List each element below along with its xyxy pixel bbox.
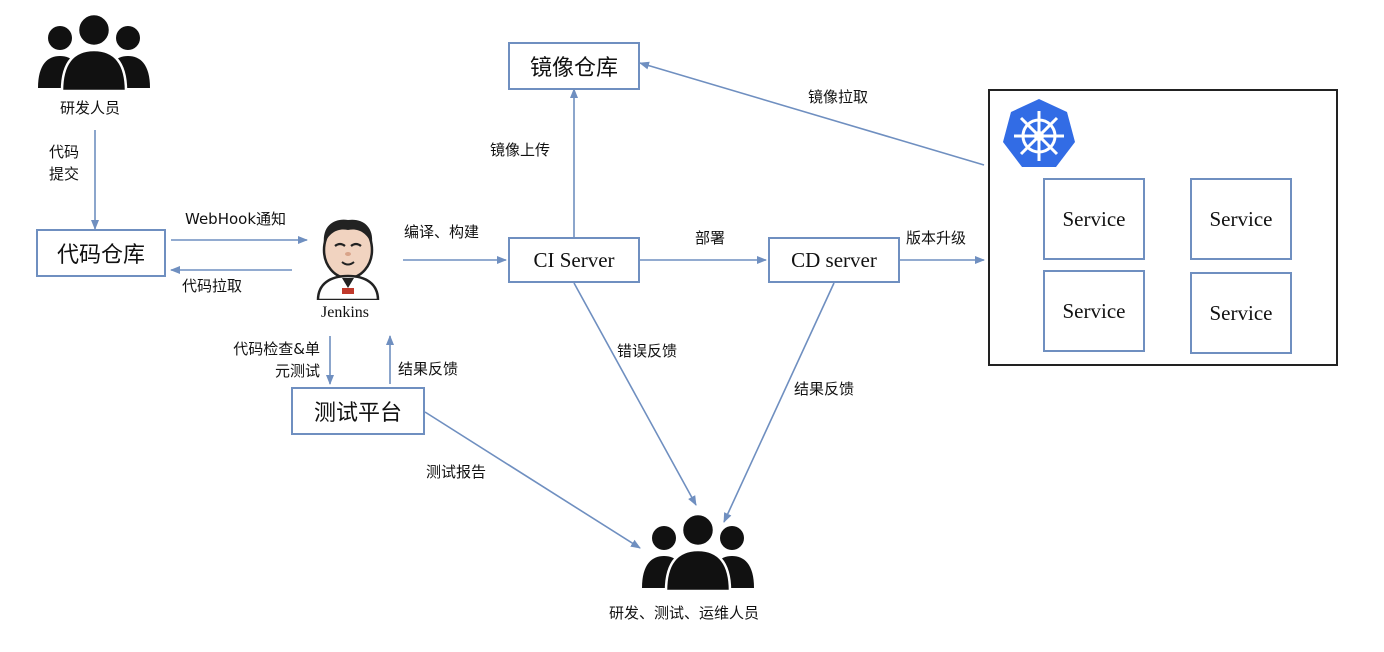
service-box[interactable]: Service bbox=[1043, 270, 1145, 352]
result-feedback-test-label: 结果反馈 bbox=[398, 360, 459, 378]
people-group-icon bbox=[642, 512, 754, 592]
arrow-error-feedback bbox=[573, 282, 697, 506]
ci-server-label: CI Server bbox=[533, 247, 615, 272]
test-platform-node[interactable]: 测试平台 bbox=[291, 387, 425, 435]
error-feedback-label: 错误反馈 bbox=[617, 342, 678, 360]
jenkins-butler-icon bbox=[316, 219, 380, 300]
cd-server-label: CD server bbox=[791, 247, 877, 272]
service-box[interactable]: Service bbox=[1190, 178, 1292, 260]
service-label: Service bbox=[1209, 300, 1273, 325]
webhook-label: WebHook通知 bbox=[185, 210, 287, 228]
test-report-label: 测试报告 bbox=[426, 463, 487, 481]
kubernetes-helm-icon bbox=[1003, 99, 1075, 167]
version-upgrade-label: 版本升级 bbox=[906, 229, 967, 247]
code-pull-label: 代码拉取 bbox=[182, 277, 243, 295]
kubernetes-cluster: Service Service Service Service bbox=[988, 89, 1338, 366]
arrow-image-pull bbox=[639, 61, 985, 166]
compile-build-label: 编译、构建 bbox=[404, 223, 480, 241]
jenkins-label: Jenkins bbox=[321, 304, 369, 321]
developers-label: 研发人员 bbox=[60, 99, 121, 117]
people-group-icon bbox=[38, 12, 150, 92]
deploy-label: 部署 bbox=[695, 229, 726, 247]
image-upload-label: 镜像上传 bbox=[490, 141, 551, 159]
result-feedback-cd-label: 结果反馈 bbox=[794, 380, 855, 398]
image-pull-label: 镜像拉取 bbox=[808, 88, 869, 106]
cd-server-node[interactable]: CD server bbox=[768, 237, 900, 283]
code-check-label: 代码检查&单元测试 bbox=[233, 340, 320, 380]
arrow-test-report bbox=[424, 411, 641, 549]
all-staff-label: 研发、测试、运维人员 bbox=[609, 604, 760, 622]
test-platform-label: 测试平台 bbox=[313, 401, 402, 426]
code-repo-label: 代码仓库 bbox=[56, 243, 145, 268]
arrow-result-feedback-cd bbox=[723, 282, 835, 523]
ci-server-node[interactable]: CI Server bbox=[508, 237, 640, 283]
service-label: Service bbox=[1209, 206, 1273, 231]
service-label: Service bbox=[1062, 298, 1126, 323]
image-repo-label: 镜像仓库 bbox=[529, 56, 618, 81]
code-commit-label: 代码提交 bbox=[49, 143, 80, 183]
service-label: Service bbox=[1062, 206, 1126, 231]
image-repo-node[interactable]: 镜像仓库 bbox=[508, 42, 640, 90]
service-box[interactable]: Service bbox=[1043, 178, 1145, 260]
service-box[interactable]: Service bbox=[1190, 272, 1292, 354]
code-repo-node[interactable]: 代码仓库 bbox=[36, 229, 166, 277]
